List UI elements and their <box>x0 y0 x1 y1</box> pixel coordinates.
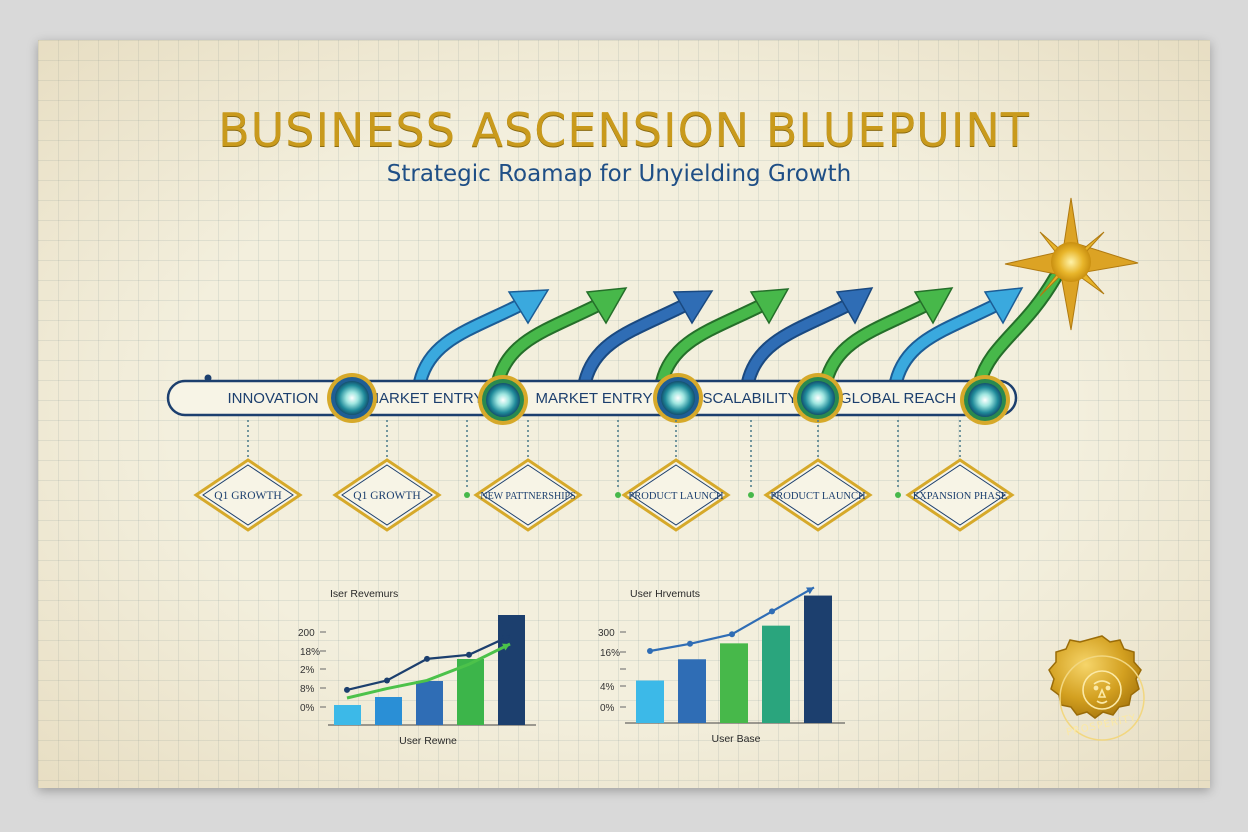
milestone-1: Q1 GROWTH <box>193 458 303 532</box>
growth-arrow-7-fill <box>891 300 1001 387</box>
milestone-5: PRODUCT LAUNCH <box>763 458 873 532</box>
chart-1-bar-2 <box>375 697 402 725</box>
milestone-4: PRODUCT LAUNCH <box>621 458 731 532</box>
chart-2-trend-point-4 <box>769 608 775 615</box>
stage-label-market-entry-2: MARKET ENTRY <box>536 390 653 407</box>
growth-arrow-6-fill <box>821 300 931 387</box>
chart-2-bar-1 <box>636 680 664 723</box>
growth-arrow-4-fill <box>657 300 767 387</box>
stage-label-scalability: SCALABILITY <box>702 390 797 407</box>
seal-text: PROSPERITY <box>1065 713 1137 739</box>
milestone-label-5: PRODUCT LAUNCH <box>770 491 866 502</box>
milestone-label-6: EXPANSION PHASE <box>913 491 1007 502</box>
growth-arrow-final-fill <box>975 273 1060 387</box>
lion-icon <box>1082 670 1122 710</box>
chart-2-trend-point-1 <box>647 648 653 654</box>
chart-2-ytick-0: 0% <box>600 703 615 714</box>
chart-2-bar-3 <box>720 643 748 723</box>
chart-1-trend-arrowhead-1 <box>502 635 510 643</box>
milestone-6: EXPANSION PHASE <box>905 458 1015 532</box>
chart-1-bar-4 <box>457 659 484 725</box>
chart-1-xlabel: User Rewne <box>399 735 457 747</box>
growth-arrow-2-head <box>585 287 628 325</box>
chart-1-trend-point-2 <box>384 677 390 684</box>
chart-2-trend-point-3 <box>729 631 735 638</box>
page-title: BUSINESS ASCENSION BLUEPUINT <box>218 103 1030 157</box>
chart-1-bar-5 <box>498 615 525 725</box>
chart-1-ytick-2: 2% <box>300 665 315 676</box>
sun-burst-icon <box>1004 197 1139 331</box>
chart-1-ytick-1: 8% <box>300 684 315 695</box>
growth-arrow-1-head <box>507 289 550 325</box>
stage-label-global-reach: GLOBAL REACH <box>840 390 956 407</box>
growth-arrow-2-fill <box>493 300 603 387</box>
milestone-label-3: NEW PATTNERSHIPS <box>480 491 575 502</box>
chart-2-ytick-1: 4% <box>600 682 615 693</box>
chart-1-trend-point-1 <box>344 686 350 693</box>
milestone-label-1: Q1 GROWTH <box>214 490 281 502</box>
growth-arrow-3-head <box>672 290 714 325</box>
milestone-3: NEW PATTNERSHIPS <box>473 458 583 532</box>
chart-2-tick-marks <box>620 631 626 708</box>
chart-1-ytick-0: 0% <box>300 703 315 714</box>
stage-label-innovation: INNOVATION <box>227 390 318 407</box>
chart-2-bar-4 <box>762 625 790 723</box>
chart-1-ytick-3: 18% <box>300 647 320 658</box>
chart-user-base: User Hrvemuts 0% 4% 16% 300 User Base <box>598 586 845 745</box>
chart-1-title: Iser Revemurs <box>330 588 398 600</box>
chart-1-trend-arrowhead-2 <box>502 643 510 651</box>
chart-1-trend-point-3 <box>424 655 430 662</box>
growth-arrow-5-head <box>835 287 874 325</box>
page-subtitle: Strategic Roamap for Unyielding Growth <box>386 161 852 187</box>
timeline-node-1 <box>327 373 377 423</box>
chart-2-xlabel: User Base <box>711 733 760 745</box>
chart-2-ytick-2: 16% <box>600 648 620 659</box>
chart-2-title: User Hrvemuts <box>630 588 700 600</box>
chart-1-ytick-4: 200 <box>298 628 315 639</box>
prosperity-seal: PROSPERITY <box>1048 635 1145 741</box>
chart-1-tick-marks <box>320 631 326 708</box>
chart-1-bar-3 <box>416 681 443 725</box>
chart-2-bar-5 <box>804 595 832 723</box>
chart-2-bar-2 <box>678 659 706 723</box>
growth-arrow-7-head <box>983 287 1024 325</box>
growth-arrow-3-fill <box>580 300 690 387</box>
milestone-label-2: Q1 GROWTH <box>353 490 420 502</box>
timeline-node-3 <box>653 373 703 423</box>
milestone-2: Q1 GROWTH <box>332 458 442 532</box>
timeline-node-5 <box>960 375 1010 425</box>
stage-label-market-entry-1: MARKET ENTRY <box>367 390 484 407</box>
timeline-node-2 <box>478 375 528 425</box>
growth-arrow-5-fill <box>743 300 853 387</box>
chart-user-revenue: Iser Revemurs 0% 8% 2% 18% 200 User Rewn… <box>298 588 536 747</box>
milestone-label-4: PRODUCT LAUNCH <box>628 491 724 502</box>
timeline-nodes <box>327 373 1010 425</box>
growth-arrow-6-head <box>913 287 954 325</box>
growth-arrow-1-fill <box>415 300 525 387</box>
chart-2-trend-point-2 <box>687 640 693 647</box>
chart-1-bar-1 <box>334 705 361 725</box>
milestone-connectors <box>247 420 961 490</box>
connector-dots <box>464 492 901 498</box>
growth-arrows <box>413 271 1062 389</box>
timeline-node-4 <box>793 373 843 423</box>
chart-1-trend-line-2 <box>346 642 511 700</box>
chart-1-trend-point-4 <box>466 651 472 658</box>
growth-arrow-4-head <box>749 288 790 325</box>
chart-2-trend-arrowhead-1 <box>806 587 814 595</box>
chart-2-ytick-3: 300 <box>598 628 615 639</box>
timeline-start-dot <box>204 374 212 382</box>
